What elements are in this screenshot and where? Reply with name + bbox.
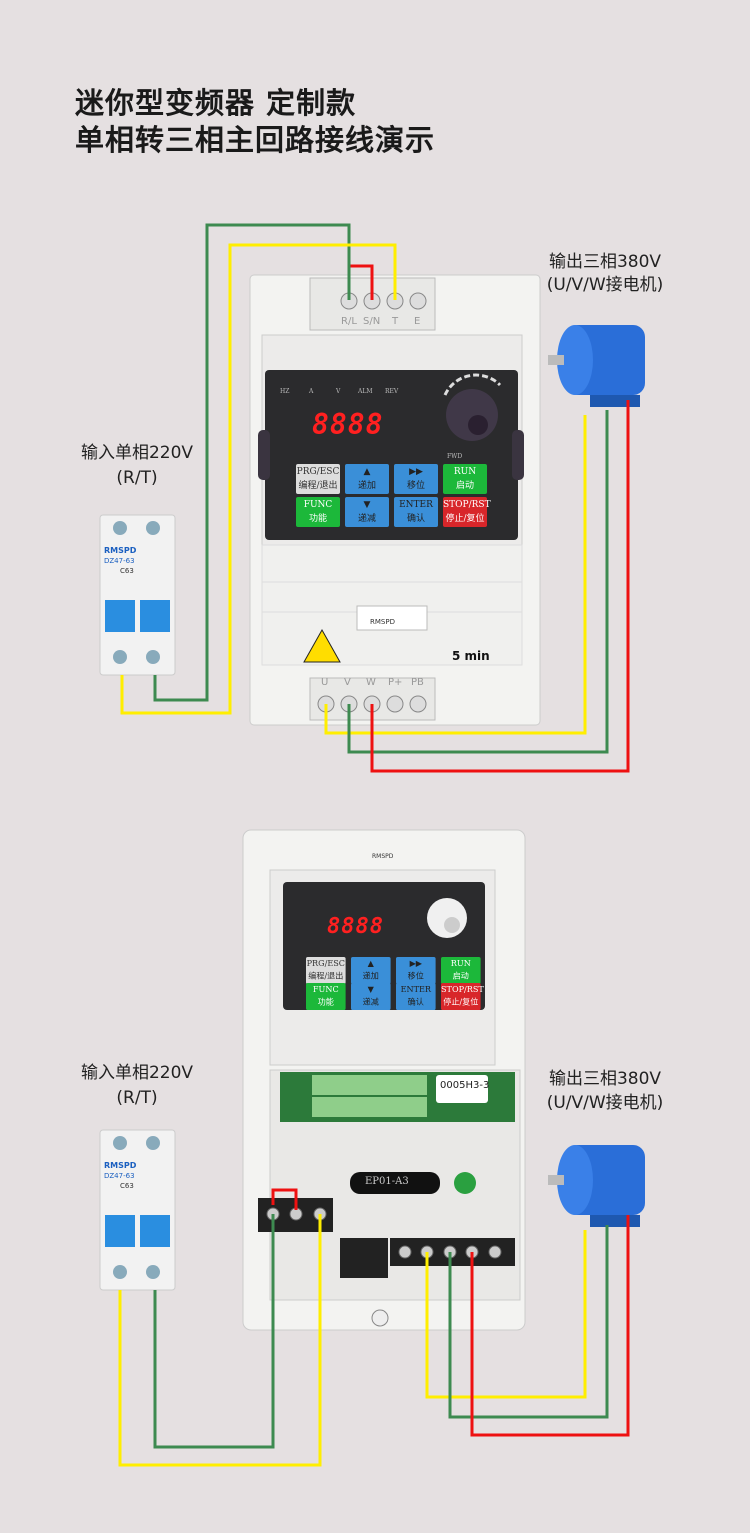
breaker-model: DZ47-63 (104, 557, 135, 565)
indicator-a: A (309, 388, 314, 395)
key-top-label: ▼ (363, 500, 371, 510)
terminal-label-rl: R/L (341, 316, 357, 327)
terminal-label-p: P+ (388, 677, 403, 688)
key-top-label: ENTER (399, 500, 433, 510)
key-prgesc[interactable]: PRG/ESC 编程/退出 (296, 464, 340, 494)
key-bottom-label: 递加 (357, 481, 376, 491)
title-line-2: 单相转三相主回路接线演示 (75, 123, 436, 157)
key-top-label: ▲ (363, 467, 371, 477)
key-func[interactable]: FUNC 功能 (306, 983, 346, 1010)
key-func[interactable]: FUNC 功能 (296, 497, 340, 527)
terminal-label-sn: S/N (363, 316, 381, 327)
key-top-label: PRG/ESC (306, 959, 346, 969)
terminal-label-u: U (321, 677, 329, 688)
key-bottom-label: 移位 (406, 481, 425, 491)
key-top-label: PRG/ESC (296, 467, 340, 477)
key-run[interactable]: RUN 启动 (441, 957, 481, 984)
key-top-label: ▶▶ (409, 467, 423, 477)
key-bottom-label: 停止/复位 (443, 998, 479, 1008)
key-[interactable]: ▶▶ 移位 (394, 464, 438, 494)
breaker-top (99, 514, 176, 676)
breaker-rating: C63 (120, 567, 134, 575)
key-bottom-label: 确认 (407, 998, 424, 1008)
key-enter[interactable]: ENTER 确认 (394, 497, 438, 527)
title-line-1: 迷你型变频器 定制款 (75, 86, 357, 120)
key-top-label: RUN (450, 959, 471, 969)
key-bottom-label: 启动 (455, 481, 474, 491)
input-label-bottom: 输入单相220V (80, 1063, 194, 1083)
indicator-fwd: FWD (447, 453, 463, 460)
key-top-label: STOP/RST (441, 985, 484, 995)
breaker-brand-bottom: RMSPD (104, 1161, 137, 1170)
motor-bottom (548, 1145, 645, 1227)
input-sub-label: (R/T) (116, 468, 158, 488)
key-[interactable]: ▲ 递加 (351, 957, 391, 984)
key-bottom-label: 编程/退出 (308, 972, 344, 982)
key-[interactable]: ▶▶ 移位 (396, 957, 436, 984)
led-display-bottom: 8888 (327, 914, 384, 939)
key-bottom-label: 确认 (406, 514, 425, 524)
key-top-label: ENTER (400, 985, 432, 995)
model-plate: EP01-A3 (365, 1176, 409, 1187)
indicator-alm: ALM (358, 388, 373, 395)
key-bottom-label: 编程/退出 (298, 481, 338, 491)
breaker-brand: RMSPD (104, 546, 137, 555)
key-enter[interactable]: ENTER 确认 (396, 983, 436, 1010)
key-bottom-label: 启动 (452, 972, 469, 982)
key-run[interactable]: RUN 启动 (443, 464, 487, 494)
key-[interactable]: ▲ 递加 (345, 464, 389, 494)
key-top-label: FUNC (303, 500, 333, 510)
key-top-label: ▲ (367, 959, 374, 969)
key-top-label: RUN (453, 467, 477, 477)
terminal-label-t: T (392, 316, 399, 327)
terminal-label-e: E (414, 316, 421, 327)
breaker-model-bottom: DZ47-63 (104, 1172, 135, 1180)
key-stoprst[interactable]: STOP/RST 停止/复位 (443, 497, 491, 527)
key-stoprst[interactable]: STOP/RST 停止/复位 (441, 983, 484, 1010)
output-sub-label: (U/V/W接电机) (546, 275, 664, 295)
input-sub-label-bottom: (R/T) (116, 1088, 158, 1108)
inverter-brand-bottom: RMSPD (372, 853, 394, 860)
breaker-bottom (99, 1129, 176, 1291)
indicator-v: V (336, 388, 341, 395)
key-top-label: ▶▶ (409, 959, 423, 969)
key-bottom-label: 功能 (308, 514, 327, 524)
board-label: 0005H3-3 (440, 1080, 490, 1091)
key-bottom-label: 递减 (362, 998, 379, 1008)
key-bottom-label: 移位 (407, 972, 424, 982)
key-bottom-label: 停止/复位 (445, 514, 485, 524)
motor-top (548, 325, 645, 407)
indicator-hz: HZ (280, 388, 290, 395)
led-display: 8888 (312, 408, 384, 441)
key-bottom-label: 功能 (317, 998, 334, 1008)
key-[interactable]: ▼ 递减 (351, 983, 391, 1010)
inverter-brand: RMSPD (370, 618, 395, 626)
key-top-label: STOP/RST (443, 500, 491, 510)
input-label: 输入单相220V (80, 443, 194, 463)
key-bottom-label: 递减 (357, 514, 376, 524)
terminal-label-v: V (344, 677, 351, 688)
key-prgesc[interactable]: PRG/ESC 编程/退出 (306, 957, 346, 984)
breaker-rating-bottom: C63 (120, 1182, 134, 1190)
key-bottom-label: 递加 (362, 972, 379, 982)
indicator-rev: REV (385, 388, 399, 395)
output-sub-label-bottom: (U/V/W接电机) (546, 1093, 664, 1113)
terminal-label-w: W (366, 677, 376, 688)
key-top-label: ▼ (367, 985, 374, 995)
warning-time: 5 min (452, 649, 490, 663)
output-label-bottom: 输出三相380V (548, 1069, 662, 1089)
terminal-label-pb: PB (411, 677, 424, 688)
key-[interactable]: ▼ 递减 (345, 497, 389, 527)
key-top-label: FUNC (312, 985, 339, 995)
output-label: 输出三相380V (548, 252, 662, 272)
